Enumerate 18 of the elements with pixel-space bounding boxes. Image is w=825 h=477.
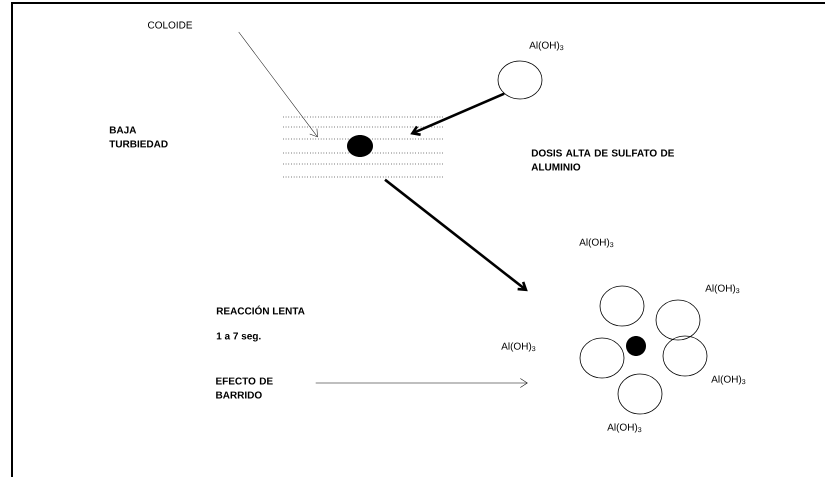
text-label: 1 a 7 seg. <box>216 332 261 342</box>
formula-label: Al(OH)$_{3}$ <box>607 423 642 433</box>
node-text: EFECTO DE BARRIDO <box>216 377 273 399</box>
formula-label: Al(OH)$_{3}$ <box>529 41 564 51</box>
node-text: COLOIDE <box>148 21 192 29</box>
formula-label: Al(OH)$_{3}$ <box>705 284 740 294</box>
text-label: Al(OH)$_{3}$ <box>501 342 536 352</box>
arrow <box>238 32 318 138</box>
text-label: BAJA TURBIEDAD <box>109 126 168 148</box>
formula-label: Al(OH)$_{3}$ <box>711 375 746 385</box>
arrow <box>410 92 505 136</box>
formula-label: Al(OH)$_{3}$ <box>579 238 614 248</box>
water-sample-drawing <box>282 116 446 178</box>
text-label: DOSIS ALTA DE SULFATO DE ALUMINIO <box>531 149 674 171</box>
text-label: REACCIÓN LENTA <box>216 306 305 314</box>
arrow <box>315 378 528 388</box>
arrow <box>384 178 528 292</box>
particle-circle <box>498 60 542 100</box>
